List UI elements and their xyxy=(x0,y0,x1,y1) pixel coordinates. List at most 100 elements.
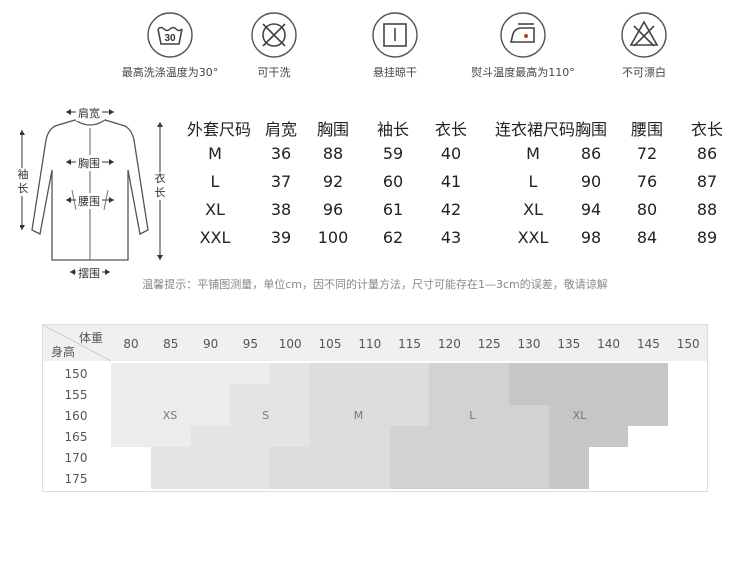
size-table-cell: 89 xyxy=(696,228,718,247)
size-table-cell: 92 xyxy=(322,172,344,191)
size-band-xl xyxy=(548,447,589,489)
size-table-cell: 76 xyxy=(636,172,658,191)
size-table-cell: 36 xyxy=(270,144,292,163)
size-table-cell: 62 xyxy=(382,228,404,247)
hem-label: 摆围 xyxy=(76,265,102,281)
weight-value: 120 xyxy=(437,337,461,351)
size-table-cell: XXL xyxy=(199,228,231,247)
size-table-cell: 84 xyxy=(636,228,658,247)
header-cell: 胸围 xyxy=(574,120,607,139)
size-table-cell: XL xyxy=(523,200,543,219)
size-band-s xyxy=(270,363,310,384)
care-item-dryclean: 可干洗 xyxy=(204,12,344,80)
size-table-cell: 96 xyxy=(322,200,344,219)
height-value: 165 xyxy=(64,430,88,444)
care-instructions: 30 最高洗涤温度为30° 可干洗 悬挂晾干 熨斗温度最高为110° xyxy=(0,12,750,92)
coat-outline-icon xyxy=(19,109,163,275)
care-item-hang: 悬挂晾干 xyxy=(325,12,465,80)
size-band-m xyxy=(310,363,430,384)
care-item-wash: 30 最高洗涤温度为30° xyxy=(100,12,240,80)
wash-temp-number: 30 xyxy=(164,33,176,44)
care-label-dryclean: 可干洗 xyxy=(257,66,291,79)
weight-header-row xyxy=(43,325,707,361)
corner-divider-icon xyxy=(43,325,111,361)
care-item-iron: 熨斗温度最高为110° xyxy=(453,12,593,80)
size-label-xs: XS xyxy=(162,409,178,422)
height-value: 170 xyxy=(64,451,88,465)
size-table-cell: XL xyxy=(205,200,225,219)
size-table-cell: M xyxy=(526,144,540,163)
size-table-cell: 37 xyxy=(270,172,292,191)
size-label-l: L xyxy=(469,409,476,422)
header-cell: 衣长 xyxy=(434,120,467,139)
wash-30-icon: 30 xyxy=(147,12,193,58)
size-table-cell: M xyxy=(208,144,222,163)
header-cell: 连衣裙尺码 xyxy=(494,120,575,139)
header-cell: 衣长 xyxy=(690,120,723,139)
sleeve-label: 袖长 xyxy=(16,168,30,196)
weight-value: 150 xyxy=(676,337,700,351)
size-label-s: S xyxy=(262,409,270,422)
care-label-hang: 悬挂晾干 xyxy=(373,66,417,79)
header-cell: 外套尺码 xyxy=(186,120,251,139)
size-band-l xyxy=(429,405,549,426)
care-item-bleach: 不可漂白 xyxy=(574,12,714,80)
height-value: 150 xyxy=(64,367,88,381)
size-table-cell: 72 xyxy=(636,144,658,163)
size-band-xs xyxy=(111,426,191,447)
size-table-cell: 42 xyxy=(440,200,462,219)
length-label: 衣长 xyxy=(153,172,167,200)
size-table-cell: 88 xyxy=(322,144,344,163)
size-band-xs xyxy=(111,384,231,426)
size-band-m xyxy=(310,384,430,426)
weight-value: 80 xyxy=(123,337,139,351)
header-cell: 袖长 xyxy=(376,120,409,139)
size-band-m xyxy=(270,447,390,489)
size-band-xl xyxy=(548,426,629,447)
size-band-l xyxy=(389,426,549,447)
care-label-iron: 熨斗温度最高为110° xyxy=(471,66,575,79)
size-table-cell: L xyxy=(528,172,538,191)
size-band-s xyxy=(150,447,271,489)
no-tumble-dry-icon xyxy=(251,12,297,58)
header-cell: 腰围 xyxy=(630,120,663,139)
height-value: 175 xyxy=(64,472,88,486)
coat-diagram: 肩宽 胸围 腰围 摆围 袖长 衣长 xyxy=(16,100,180,290)
weight-value: 90 xyxy=(202,337,219,351)
size-table-cell: 86 xyxy=(580,144,602,163)
size-band-s xyxy=(190,426,310,447)
size-table-cell: L xyxy=(210,172,220,191)
size-table-cell: 43 xyxy=(440,228,462,247)
care-label-wash: 最高洗涤温度为30° xyxy=(121,66,219,79)
height-value: 160 xyxy=(64,409,88,423)
size-table-cell: 100 xyxy=(317,228,349,247)
size-table-cell: 98 xyxy=(580,228,602,247)
measurement-note: 温馨提示：平铺图测量，单位cm，因不同的计量方法，尺寸可能存在1—3cm的误差，… xyxy=(142,278,608,291)
size-band-l xyxy=(389,447,549,489)
weight-value: 105 xyxy=(318,337,342,351)
size-band-m xyxy=(310,426,390,447)
size-table-cell: 41 xyxy=(440,172,462,191)
size-table-cell: 86 xyxy=(696,144,718,163)
iron-icon xyxy=(500,12,546,58)
weight-value: 125 xyxy=(477,337,501,351)
size-table-cell: 38 xyxy=(270,200,292,219)
size-band-l xyxy=(429,363,509,384)
hang-dry-icon xyxy=(372,12,418,58)
size-label-m: M xyxy=(353,409,364,422)
size-table-cell: 39 xyxy=(270,228,292,247)
size-table-cell: 94 xyxy=(580,200,602,219)
size-band-l xyxy=(429,384,509,405)
header-cell: 肩宽 xyxy=(264,120,297,139)
weight-value: 140 xyxy=(597,337,621,351)
size-table-cell: 59 xyxy=(382,144,404,163)
care-label-bleach: 不可漂白 xyxy=(622,66,666,79)
weight-value: 145 xyxy=(636,337,660,351)
size-band-xs xyxy=(111,363,271,384)
weight-value: 100 xyxy=(278,337,302,351)
